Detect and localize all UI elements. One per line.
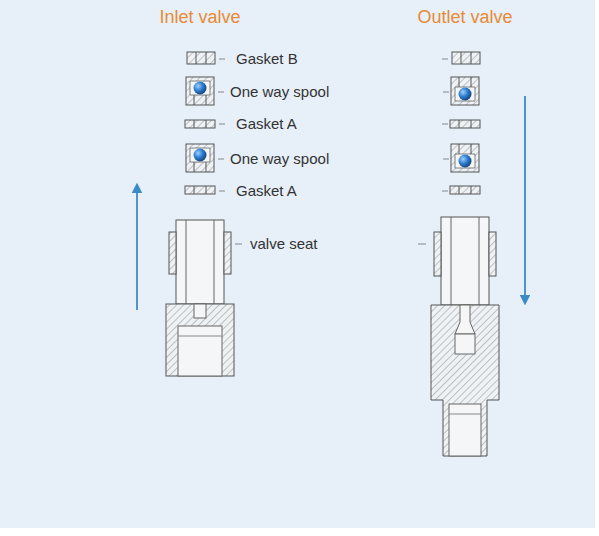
column-title: Inlet valve: [159, 7, 240, 29]
leader-lines: [218, 59, 449, 244]
part-name: One way spool: [230, 83, 329, 101]
flow-arrow-up: [136, 188, 138, 310]
inlet-stack: [166, 52, 234, 376]
part-name: Gasket B: [236, 50, 298, 68]
background-panel: [0, 0, 595, 528]
flow-arrow-down: [524, 96, 526, 300]
outlet-stack: [431, 52, 499, 456]
column-title: Outlet valve: [417, 7, 512, 29]
part-name: One way spool: [230, 150, 329, 168]
part-name: Gasket A: [236, 115, 297, 133]
part-name: valve seat: [250, 235, 318, 253]
part-name: Gasket A: [236, 182, 297, 200]
